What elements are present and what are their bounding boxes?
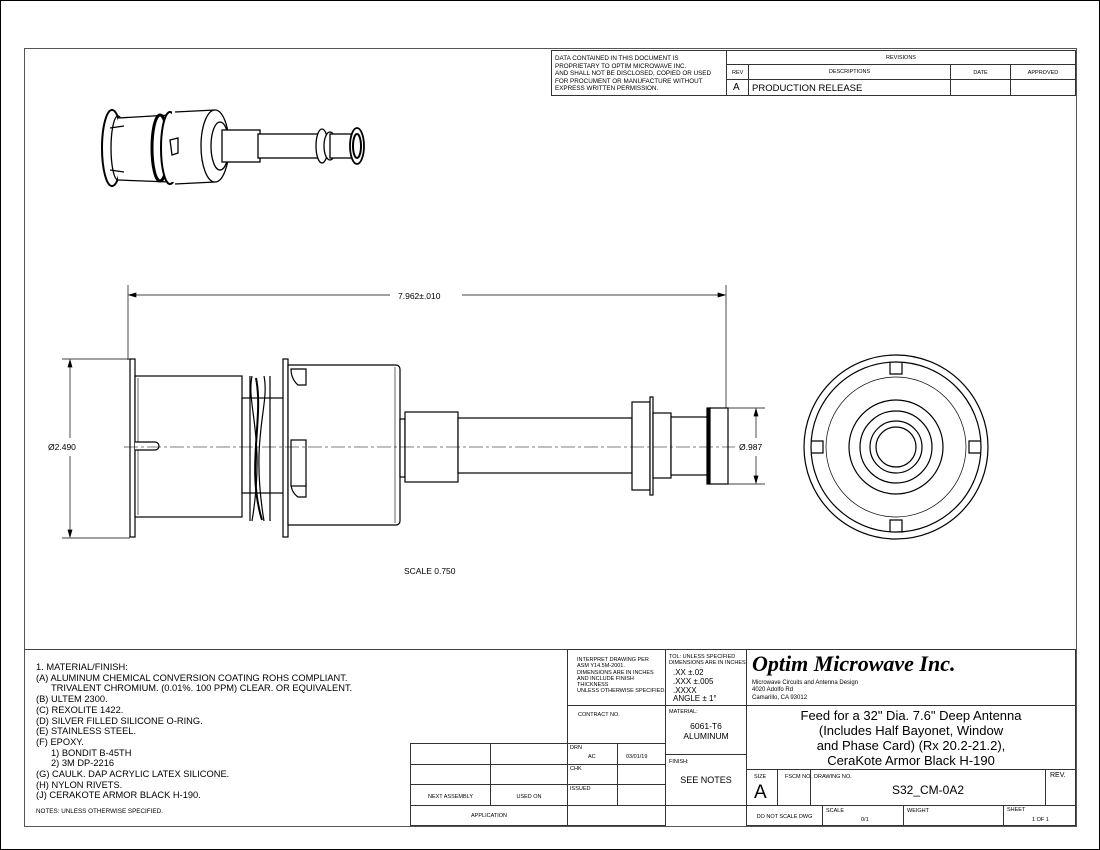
used-on-label: USED ON [516,794,542,800]
rev-value: A [733,82,740,93]
note-line: (D) SILVER FILLED SILICONE O-RING. [36,715,203,726]
tolerance-xxx: .XXX ±.005 [673,676,714,686]
next-assembly-label: NEXT ASSEMBLY [427,794,474,800]
company-logo: Optim Microwave Inc. [752,651,956,676]
notice-line: AND SHALL NOT BE DISCLOSED, COPIED OR US… [555,70,712,78]
notice-line: PROPRIETARY TO OPTIM MICROWAVE INC. [555,62,687,70]
drn-label: DRN [570,745,582,751]
revisions-title: REVISIONS [886,55,916,61]
scale-value: 0/1 [861,817,869,823]
diameter-symbol: Ø [48,442,55,452]
interpret-line: UNLESS OTHERWISE SPECIFIED. [577,688,666,695]
diameter-symbol: Ø [739,442,746,452]
title-line: (Includes Half Bayonet, Window [818,723,1004,738]
contract-label: CONTRACT NO. [578,712,620,718]
drawing-number: S32_CM-0A2 [891,783,965,797]
approved-header: APPROVED [1027,70,1059,76]
note-line: TRIVALENT CHROMIUM. (0.01%. 100 PPM) CLE… [51,683,353,694]
interpret-line: THICKNESS [577,682,609,689]
tolerance-angle: ANGLE ± 1° [673,694,717,704]
note-line: (J) CERAKOTE ARMOR BLACK H-190. [36,790,201,801]
weight-label: WEIGHT [907,808,929,814]
end-diameter-value: .987 [745,442,763,452]
notice-line: FOR PROCUMENT OR MANUFACTURE WITHOUT [555,77,703,85]
dimension-end-diameter [728,407,765,485]
note-line: (B) ULTEM 2300. [36,694,108,705]
note-line: 1. MATERIAL/FINISH: [36,662,128,672]
finish-value: SEE NOTES [680,775,732,785]
flange-diameter-value: 2.490 [54,442,76,452]
drn-value: AC [588,754,596,760]
scale-label: SCALE [826,808,845,814]
notice-line: DATA CONTAINED IN THIS DOCUMENT IS [555,55,679,62]
title-line: CeraKote Armor Black H-190 [827,753,995,768]
drawing-title: Feed for a 32" Dia. 7.6" Deep Antenna (I… [746,705,1076,770]
notes-footer: NOTES: UNLESS OTHERWISE SPECIFIED. [36,808,163,815]
rev-label: REV. [1050,772,1066,779]
interpret-line: AND INCLUDE FINISH [577,675,634,682]
drawing-no-label: DRAWING NO. [814,774,852,780]
drn-date: 03/01/19 [626,754,648,760]
sheet-value: 1 OF 1 [1032,817,1049,823]
tolerance-header: DIMENSIONS ARE IN INCHES. [669,660,748,667]
note-line: (E) STAINLESS STEEL. [36,726,137,737]
interpret-line: DIMENSIONS ARE IN INCHES [577,669,654,676]
do-not-scale-label: DO NOT SCALE DWG [756,814,813,820]
notes: 1. MATERIAL/FINISH: (A) ALUMINUM CHEMICA… [36,662,352,801]
tolerance-header: TOL: UNLESS SPECIFIED [669,654,736,660]
interpret-line: ASM Y14.5M-2001. [577,663,625,670]
note-line: (H) NYLON RIVETS. [36,779,123,790]
note-line: (C) REXOLITE 1422. [36,704,124,715]
drawing-border [24,48,1077,827]
overall-length-label: 7.962±.010 [398,291,441,301]
company-address: 4020 Adolfo Rd [752,687,794,694]
material-value: ALUMINUM [683,731,729,741]
issued-label: ISSUED [570,786,591,792]
fscm-label: FSCM NO. [785,774,812,780]
interpret-line: INTERPRET DRAWING PER [577,657,649,663]
flange-diameter-label: Ø2.490 [48,442,76,452]
tolerance-xxxx: .XXXX [673,685,697,695]
note-line: 2) 3M DP-2216 [51,758,115,769]
title-line: Feed for a 32" Dia. 7.6" Deep Antenna [800,708,1022,723]
rev-header: REV [732,70,744,76]
application-label: APPLICATION [471,813,507,819]
company-cell: Optim Microwave Inc. Microwave Circuits … [746,649,1076,706]
notes-divider [24,649,1076,650]
dimension-overall-length [127,285,727,408]
tolerance-cell: TOL: UNLESS SPECIFIED DIMENSIONS ARE IN … [665,649,747,706]
material-value: 6061-T6 [690,721,722,731]
end-diameter-label: Ø.987 [739,442,762,452]
note-line: (F) EPOXY. [36,736,84,747]
notice-line: EXPRESS WRITTEN PERMISSION. [555,85,659,93]
note-line: (G) CAULK. DAP ACRYLIC LATEX SILICONE. [36,769,230,780]
title-line: and Phase Card) (Rx 20.2-21.2), [816,738,1006,753]
revision-approved [1010,79,1076,96]
side-view [129,358,729,538]
isometric-view [101,109,365,187]
size-label: SIZE [754,774,767,780]
chk-label: CHK [570,766,582,772]
note-line: (A) ALUMINUM CHEMICAL CONVERSION COATING… [36,672,348,683]
material-label: MATERIAL: [669,709,698,715]
size-value: A [754,782,767,803]
note-line: 1) BONDIT B-45TH [51,747,132,758]
dimension-flange-diameter [62,358,130,539]
date-header: DATE [973,70,988,76]
descriptions-header: DESCRIPTIONS [828,69,871,75]
front-view [803,354,989,540]
sheet-label: SHEET [1007,807,1026,813]
tolerance-xx: .XX ±.02 [673,668,704,677]
revision-description: PRODUCTION RELEASE [752,83,863,94]
company-address: Camarillo, CA 93012 [752,694,808,701]
finish-label: FINISH: [669,759,689,765]
interpret-cell: INTERPRET DRAWING PER ASM Y14.5M-2001. D… [567,649,666,706]
company-tagline: Microwave Circuits and Antenna Design [752,680,859,686]
view-scale-label: SCALE 0.750 [404,566,456,576]
